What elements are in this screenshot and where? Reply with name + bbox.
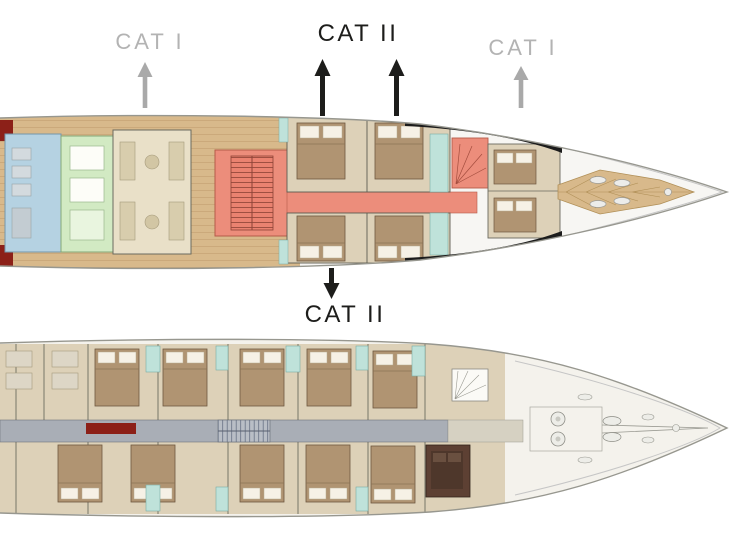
double-bed — [94, 348, 140, 407]
guest-cabins-forward-bottom — [278, 212, 451, 265]
cat2-arrow-up-right-icon — [388, 59, 405, 116]
salon-room — [112, 129, 192, 255]
windlass-machinery — [529, 393, 709, 464]
forward-stairwell-highlight — [451, 137, 489, 189]
lower-hull-outline — [0, 338, 729, 518]
bathroom — [429, 212, 449, 256]
crew-bunks — [5, 350, 79, 390]
bathrooms-aqua — [145, 345, 426, 512]
corridor-stairs — [217, 419, 271, 443]
double-bed — [493, 149, 537, 185]
double-bed — [306, 348, 352, 407]
lower-bow-deck-edge — [514, 360, 721, 496]
upper-deck-plan — [0, 114, 730, 270]
double-bed — [162, 348, 208, 407]
bathroom — [429, 133, 449, 193]
double-bed — [493, 197, 537, 233]
double-bed — [239, 444, 285, 503]
cat1-label-right: CAT I — [488, 35, 558, 60]
cat2-label-bottom: CAT II — [304, 301, 386, 328]
double-bed — [372, 350, 418, 409]
bow-cabins — [487, 143, 561, 239]
double-bed — [57, 444, 103, 503]
bow-deck-edge — [555, 145, 724, 239]
guest-cabins-forward-top — [278, 115, 451, 193]
double-bed — [374, 122, 424, 180]
cat1-left-arrow-up-icon — [137, 62, 153, 108]
lower-corridor — [0, 419, 524, 443]
upper-hull-outline — [0, 114, 730, 270]
corridor-red-feature — [86, 423, 136, 434]
cat2-arrow-down-icon — [323, 268, 340, 299]
double-bed — [239, 348, 285, 407]
double-bed — [296, 215, 346, 262]
double-bed — [370, 445, 416, 504]
cat1-right-arrow-up-icon — [513, 66, 529, 108]
main-stairwell-highlight — [214, 149, 290, 237]
cat2-arrow-up-left-icon — [314, 59, 331, 116]
corridor-highlight — [286, 191, 478, 214]
bathroom — [278, 117, 289, 143]
bathroom — [278, 239, 289, 265]
gym-room — [4, 133, 62, 253]
lower-deck-plan — [0, 338, 729, 518]
double-bed — [374, 215, 424, 262]
bow-spiral-stairs — [451, 368, 489, 402]
double-bed — [296, 122, 346, 180]
double-bed — [305, 444, 351, 503]
bow-hatches — [589, 176, 672, 208]
cat2-label-top: CAT II — [317, 20, 399, 47]
dark-brown-cabin — [425, 444, 471, 498]
spa-rooms — [60, 135, 114, 253]
cat1-label-left: CAT I — [115, 29, 185, 54]
